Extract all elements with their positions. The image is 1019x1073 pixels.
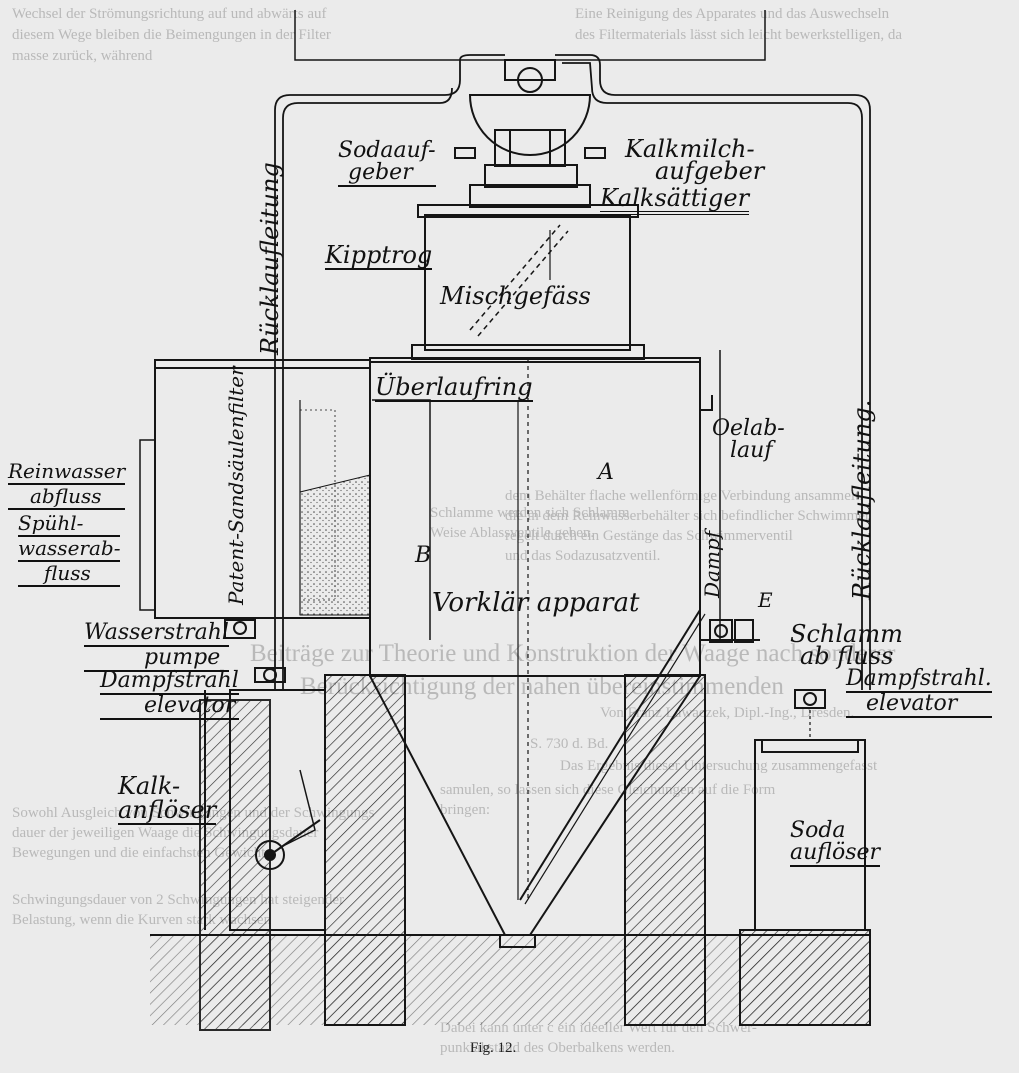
bg-line: diesem Wege bleiben die Beimengungen in … bbox=[12, 27, 331, 43]
label-section-a: A bbox=[598, 460, 614, 485]
label-line: Spühl- bbox=[18, 512, 121, 537]
bg-line: Eine Reinigung des Apparates und das Aus… bbox=[575, 6, 890, 22]
label-pre-clarifier: Vorklär apparat bbox=[432, 588, 640, 618]
label-line: Dampfstrahl. bbox=[846, 666, 992, 693]
sand-filter bbox=[139, 359, 371, 639]
label-line: Kalk- bbox=[118, 772, 181, 800]
soda-dissolver bbox=[754, 689, 866, 931]
label-line: Dampfstrahl bbox=[100, 668, 239, 695]
label-line: aufgeber bbox=[655, 157, 765, 185]
bg-line: und das Sodazusatzventil. bbox=[505, 548, 661, 564]
label-line: elevator bbox=[100, 695, 239, 720]
label-line: elevator bbox=[846, 693, 992, 718]
label-lime-dissolver: Kalk- anflöser bbox=[118, 772, 217, 825]
label-line: Soda bbox=[790, 818, 846, 843]
label-line: Oelab- bbox=[712, 416, 785, 441]
ground-foundation bbox=[150, 674, 871, 1031]
label-return-pipe-left: Rücklaufleitung bbox=[256, 162, 284, 355]
label-lime-milk-feeder: Kalkmilch- aufgeber bbox=[625, 135, 765, 185]
bg-line: Sowohl Ausgleich von Schwingungen und de… bbox=[12, 805, 375, 821]
label-flush-water-outlet: Spühl- wasserab- fluss bbox=[18, 512, 121, 587]
bg-line: des Filtermaterials lässt sich leicht be… bbox=[575, 27, 902, 43]
label-line: auflöser bbox=[790, 840, 881, 867]
label-line: abfluss bbox=[8, 485, 126, 510]
lime-dissolver bbox=[204, 667, 326, 931]
label-steam: Dampf bbox=[700, 530, 724, 598]
figure-caption: Fig. 12. bbox=[470, 1040, 517, 1056]
label-line: geber bbox=[338, 162, 436, 187]
label-clean-water-outlet: Reinwasser abfluss bbox=[8, 459, 126, 510]
label-line: Sodaauf- bbox=[338, 138, 436, 163]
return-pipes bbox=[274, 10, 871, 690]
label-overflow-ring: Überlaufring bbox=[375, 373, 533, 402]
label-lime-saturator: Kalksättiger bbox=[600, 186, 750, 215]
label-line: pumpe bbox=[84, 647, 229, 672]
label-line: lauf bbox=[730, 438, 773, 463]
bg-line: S. 730 d. Bd. bbox=[530, 736, 609, 752]
label-valve-e: E bbox=[758, 588, 773, 612]
label-section-b: B bbox=[415, 543, 432, 568]
label-soda-feeder: Sodaauf- geber bbox=[338, 140, 436, 187]
label-line: ab fluss bbox=[800, 642, 894, 670]
bg-heading: Beiträge zur Theorie und Konstruktion de… bbox=[250, 640, 896, 667]
label-sand-filter: Patent-Sandsäulenfilter bbox=[224, 366, 248, 605]
bg-line: die in dem Reinwasserbehälter sich befin… bbox=[505, 508, 870, 524]
label-line: Reinwasser bbox=[8, 459, 126, 485]
label-line: fluss bbox=[18, 562, 121, 587]
bg-line: bringen: bbox=[440, 802, 490, 818]
bg-line: punktabstand des Oberbalkens werden. bbox=[440, 1040, 675, 1056]
label-mixing-vessel: Mischgefäss bbox=[440, 282, 591, 310]
label-soda-dissolver: Soda auflöser bbox=[790, 818, 881, 867]
lime-saturator-head bbox=[454, 59, 606, 208]
bg-line: Schlamme werden sich Schlamm bbox=[430, 505, 630, 521]
label-steam-jet-elevator-right: Dampfstrahl. elevator bbox=[846, 668, 992, 718]
label-oil-drain: Oelab- lauf bbox=[712, 418, 785, 462]
label-line: Wasserstrahl bbox=[84, 620, 229, 647]
label-line: wasserab- bbox=[18, 536, 121, 562]
bg-line: masse zurück, während bbox=[12, 48, 153, 64]
label-line: Schlamm bbox=[790, 620, 903, 648]
label-water-jet-pump: Wasserstrahl pumpe bbox=[84, 622, 229, 672]
bg-line: Weise Ablassventile geben. bbox=[430, 525, 595, 541]
bg-line: dem Behälter flache wellenförmige Verbin… bbox=[505, 488, 863, 504]
bg-line: regelt durch ein Gestänge das Schwimmerv… bbox=[505, 528, 793, 544]
label-tipping-trough: Kipptrog bbox=[325, 241, 433, 270]
label-return-pipe-right: Rücklaufleitung. bbox=[848, 399, 876, 600]
label-line: anflöser bbox=[118, 796, 217, 825]
steam-line bbox=[700, 350, 760, 643]
label-line: Kalkmilch- bbox=[625, 135, 755, 163]
bg-line: Wechsel der Strömungsrichtung auf und ab… bbox=[12, 6, 327, 22]
label-steam-jet-elevator-left: Dampfstrahl elevator bbox=[100, 670, 239, 720]
label-sludge-outlet: Schlamm ab fluss bbox=[790, 620, 903, 670]
